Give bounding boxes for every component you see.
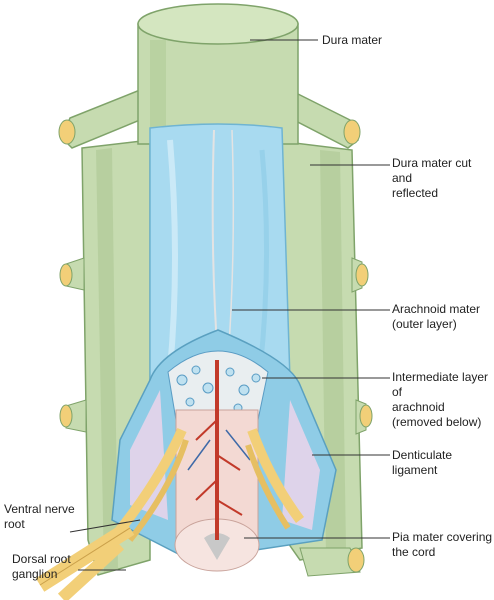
nerve-roots xyxy=(35,427,305,600)
spinal-cord xyxy=(174,360,260,572)
label-denticulate-ligament: Denticulate ligament xyxy=(392,448,453,477)
label-dura-mater: Dura mater xyxy=(322,33,383,47)
dural-nerve-sleeves xyxy=(58,88,373,577)
leader-lines xyxy=(69,39,390,571)
dura-mater-tube xyxy=(137,3,299,145)
label-arachnoid-mater: Arachnoid mater(outer layer) xyxy=(392,302,481,331)
